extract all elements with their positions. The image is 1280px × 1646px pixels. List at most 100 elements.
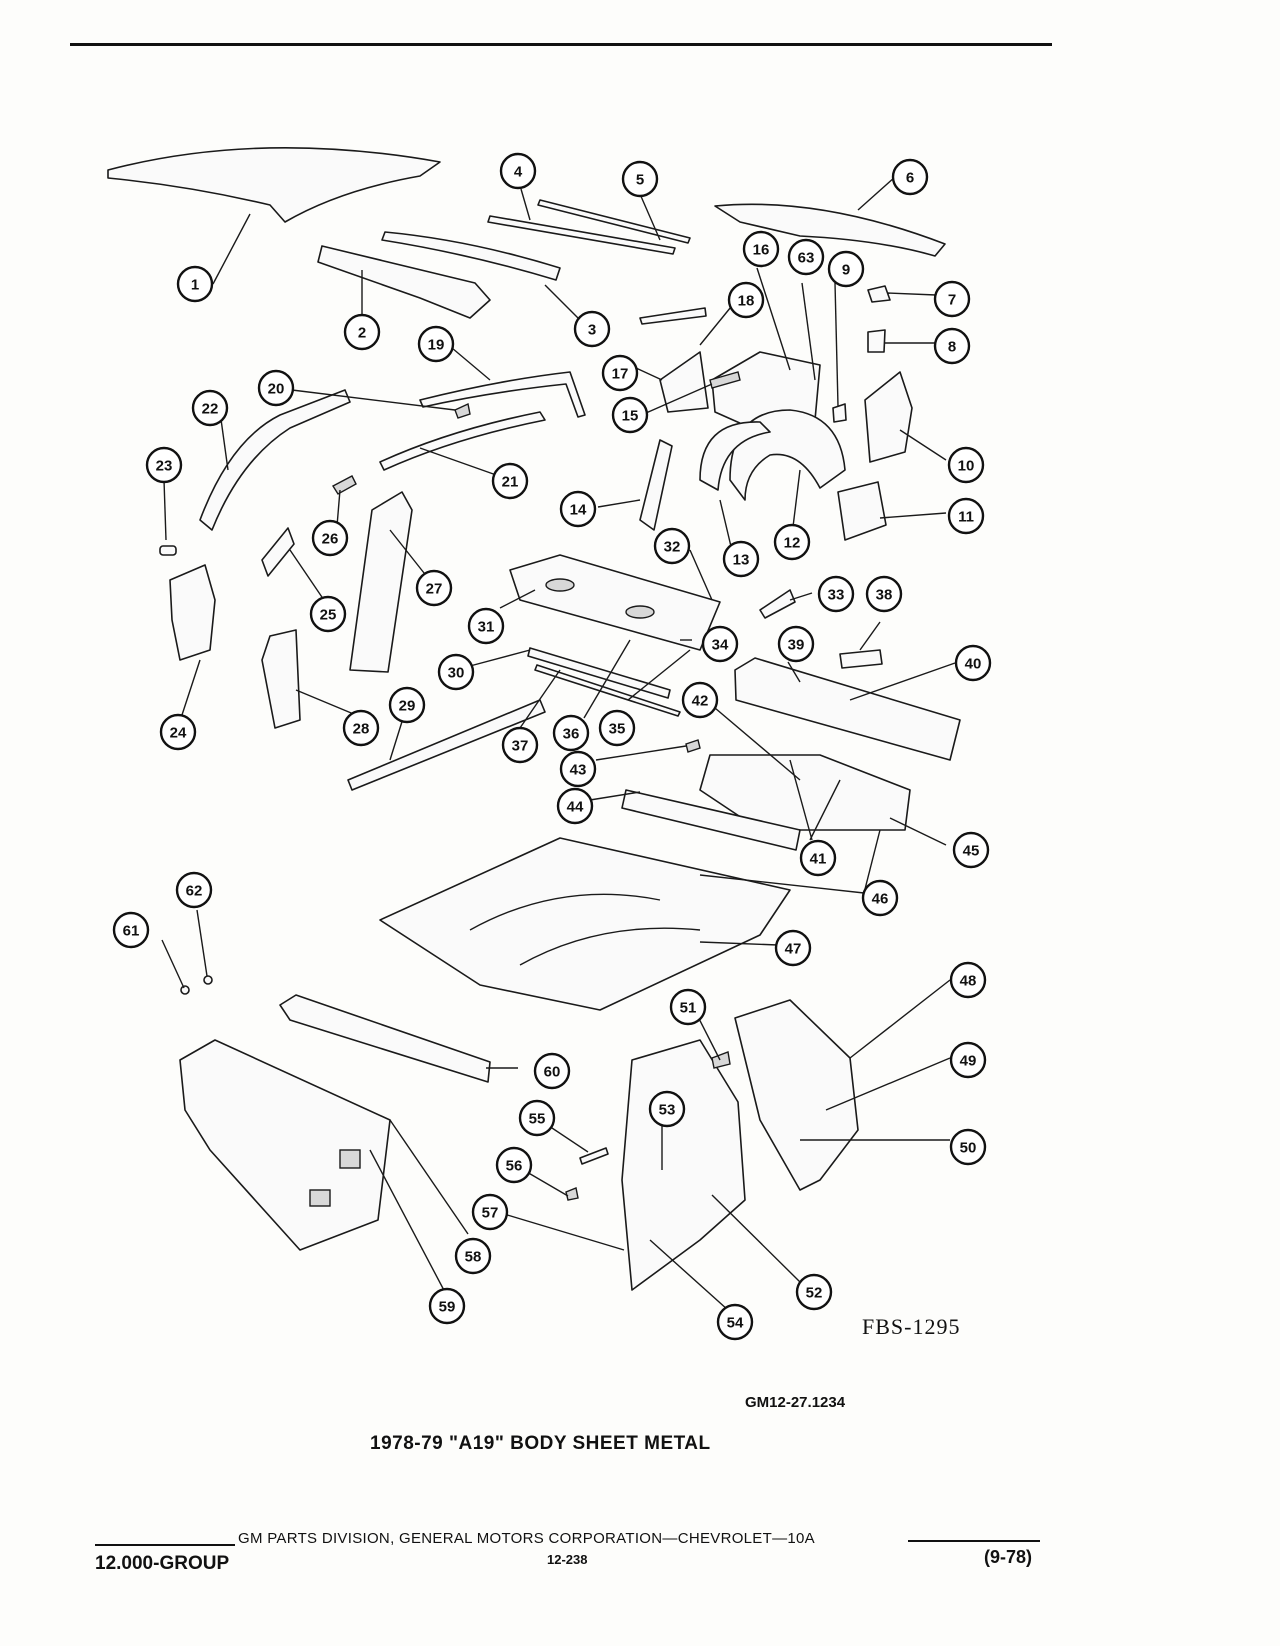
callout-circle xyxy=(648,1090,686,1128)
callout-25: 25 xyxy=(309,595,347,633)
callout-3: 3 xyxy=(573,310,611,348)
callout-number: 50 xyxy=(960,1140,977,1157)
callout-number: 48 xyxy=(960,973,977,990)
front-header-panel xyxy=(317,245,491,319)
callout-number: 15 xyxy=(622,408,639,425)
callout-number: 37 xyxy=(512,738,529,755)
callout-number: 51 xyxy=(680,1000,697,1017)
callout-circle xyxy=(787,238,825,276)
callout-number: 23 xyxy=(156,458,173,475)
callout-number: 27 xyxy=(426,581,443,598)
callout-62: 62 xyxy=(175,871,213,909)
wheelhouse-liner-14 xyxy=(639,439,673,531)
callout-number: 29 xyxy=(399,698,416,715)
callout-circle xyxy=(552,714,590,752)
roof-bow-5 xyxy=(537,199,691,244)
bracket-51 xyxy=(711,1051,731,1069)
callout-19: 19 xyxy=(417,325,455,363)
callout-15: 15 xyxy=(611,396,649,434)
quarter-belt-18 xyxy=(639,307,707,325)
callout-circle xyxy=(865,575,903,613)
callout-circle xyxy=(601,354,639,392)
callout-circle xyxy=(428,1287,466,1325)
strip-55 xyxy=(579,1147,609,1165)
callout-number: 36 xyxy=(563,726,580,743)
callout-63: 63 xyxy=(787,238,825,276)
callout-circle xyxy=(159,713,197,751)
callout-48: 48 xyxy=(949,961,987,999)
callout-circle xyxy=(309,595,347,633)
callout-circle xyxy=(415,569,453,607)
footer-rule-left xyxy=(95,1544,235,1546)
callout-number: 56 xyxy=(506,1158,523,1175)
callout-number: 9 xyxy=(842,262,850,279)
callout-52: 52 xyxy=(795,1273,833,1311)
callout-circle xyxy=(176,265,214,303)
callout-number: 63 xyxy=(798,250,815,267)
callout-number: 4 xyxy=(514,164,523,181)
callout-number: 12 xyxy=(784,535,801,552)
rear-panel-39-40 xyxy=(734,657,961,761)
cowl-vent-panel-60 xyxy=(279,994,491,1083)
quarter-extension-10 xyxy=(864,371,913,463)
callout-circle xyxy=(145,446,183,484)
clip-56 xyxy=(565,1187,579,1201)
callout-number: 6 xyxy=(906,170,914,187)
bracket-43 xyxy=(685,739,701,753)
callout-number: 28 xyxy=(353,721,370,738)
callout-circle xyxy=(891,158,929,196)
callout-circle xyxy=(799,839,837,877)
hinge-pillar-28 xyxy=(261,629,301,729)
callout-number: 18 xyxy=(738,293,755,310)
clip-23 xyxy=(159,545,177,556)
callout-circle xyxy=(257,369,295,407)
callout-number: 43 xyxy=(570,762,587,779)
callout-number: 57 xyxy=(482,1205,499,1222)
callout-10: 10 xyxy=(947,446,985,484)
rear-seat-package-shelf xyxy=(509,554,721,651)
callout-32: 32 xyxy=(653,527,691,565)
bracket-20 xyxy=(454,402,471,419)
filler-15 xyxy=(709,371,741,389)
callout-31: 31 xyxy=(467,607,505,645)
callout-number: 7 xyxy=(948,292,956,309)
catalog-code: GM12-27.1234 xyxy=(745,1394,846,1411)
callout-circle xyxy=(175,871,213,909)
callout-number: 14 xyxy=(570,502,587,519)
callout-number: 60 xyxy=(544,1064,561,1081)
callout-16: 16 xyxy=(742,230,780,268)
callout-circle xyxy=(701,625,739,663)
callout-number: 5 xyxy=(636,172,644,189)
dash-panel-59 xyxy=(179,1039,391,1251)
bracket-33 xyxy=(759,589,796,619)
callout-circle xyxy=(417,325,455,363)
callout-7: 7 xyxy=(933,280,971,318)
callout-14: 14 xyxy=(559,490,597,528)
rear-door-48 xyxy=(734,999,859,1191)
callout-number: 35 xyxy=(609,721,626,738)
callout-number: 52 xyxy=(806,1285,823,1302)
callout-50: 50 xyxy=(949,1128,987,1166)
callout-number: 46 xyxy=(872,891,889,908)
callout-number: 24 xyxy=(170,725,187,742)
callout-number: 34 xyxy=(712,637,729,654)
callout-46: 46 xyxy=(861,879,899,917)
side-roof-rail xyxy=(199,389,351,531)
callout-number: 16 xyxy=(753,242,770,259)
callout-40: 40 xyxy=(954,644,992,682)
callout-circle xyxy=(343,313,381,351)
callout-4: 4 xyxy=(499,152,537,190)
callout-circle xyxy=(501,726,539,764)
bracket-26 xyxy=(332,475,357,495)
callout-circle xyxy=(933,327,971,365)
callout-number: 22 xyxy=(202,401,219,418)
page-number: 12-238 xyxy=(547,1552,588,1567)
callout-number: 47 xyxy=(785,941,802,958)
callout-circle xyxy=(388,686,426,724)
callout-42: 42 xyxy=(681,681,719,719)
windshield-pillar-24 xyxy=(169,564,216,661)
callout-number: 3 xyxy=(588,322,596,339)
callout-45: 45 xyxy=(952,831,990,869)
